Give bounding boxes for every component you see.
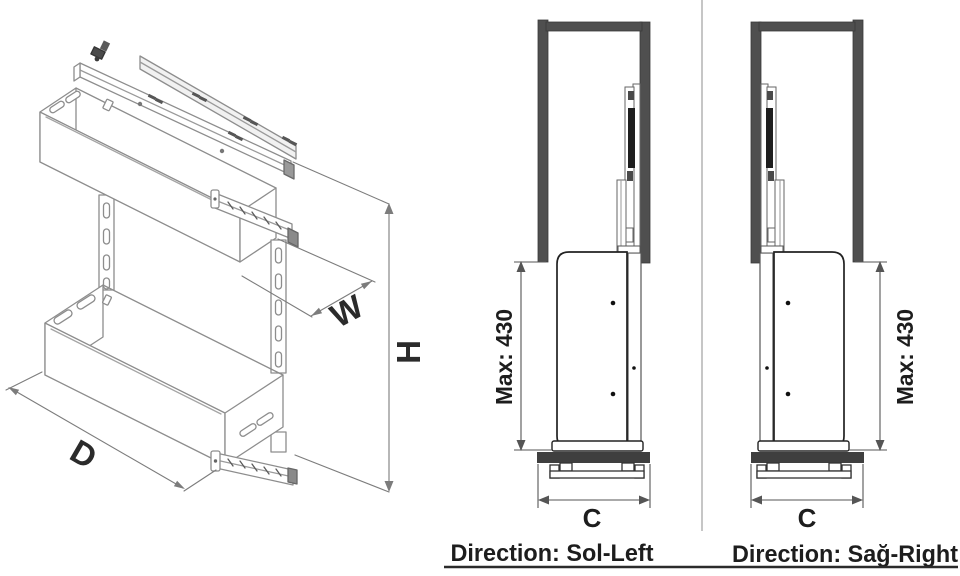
wall-rail [139, 55, 298, 160]
c-label-right: C [798, 503, 817, 533]
front-post [270, 239, 287, 453]
bottom-slide-rail [210, 450, 298, 486]
cabinet-frame [537, 19, 651, 264]
dimension-h [292, 161, 394, 493]
upper-slide-rail [210, 189, 299, 248]
dimension-label-h: H [390, 340, 427, 364]
pullout-body [556, 251, 636, 449]
side-view-left [514, 19, 651, 508]
base-plate [537, 440, 650, 479]
dimension-d [5, 371, 217, 492]
lower-basket [44, 284, 284, 466]
rail-hook-bracket [90, 40, 111, 62]
direction-label-right: Direction: Sağ-Right [732, 541, 958, 568]
isometric-view [5, 40, 394, 493]
c-label-left: C [583, 503, 602, 533]
side-view-right [750, 19, 888, 509]
max-height-label-left: Max: 430 [491, 309, 517, 405]
mounting-rail [616, 83, 642, 444]
direction-label-left: Direction: Sol-Left [451, 540, 654, 567]
rear-post [98, 194, 115, 291]
carrier-rail [73, 40, 295, 180]
dimension-max-height [514, 261, 552, 451]
dimension-label-w: W [324, 287, 370, 335]
foot [549, 462, 645, 479]
dimension-w [241, 238, 376, 318]
dimension-c-width [537, 464, 651, 508]
max-height-label-right: Max: 430 [892, 309, 918, 405]
